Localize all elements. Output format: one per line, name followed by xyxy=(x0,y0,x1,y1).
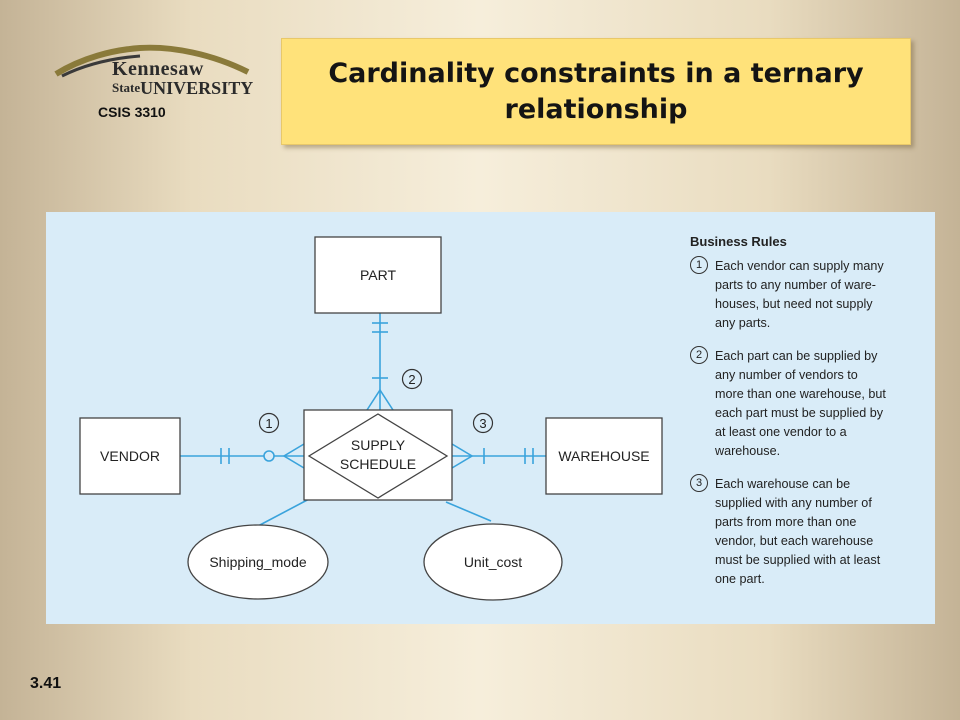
vendor-label: VENDOR xyxy=(100,448,160,464)
rule-line: parts to any number of ware- xyxy=(715,278,876,292)
rule-text: Each vendor can supply many parts to any… xyxy=(715,257,884,333)
logo-university: UNIVERSITY xyxy=(140,78,254,98)
rule-line: houses, but need not supply xyxy=(715,297,873,311)
unit-cost-attribute xyxy=(423,523,563,601)
rule-line: parts from more than one xyxy=(715,515,857,529)
vendor-entity xyxy=(79,417,181,495)
shipping-mode-label: Shipping_mode xyxy=(209,554,307,570)
warehouse-label: WAREHOUSE xyxy=(558,448,649,464)
supply-schedule-label-line1: SUPPLY xyxy=(351,437,406,453)
rule-line: vendor, but each warehouse xyxy=(715,534,874,548)
rule-line: any number of vendors to xyxy=(715,368,858,382)
vendor-crowsfoot xyxy=(282,443,305,469)
part-entity xyxy=(314,236,442,314)
warehouse-entity xyxy=(545,417,663,495)
rule-text: Each part can be supplied by any number … xyxy=(715,347,886,461)
er-diagram: PART VENDOR WAREHOUSE SUPPLY SCHEDULE Sh… xyxy=(79,236,663,601)
business-rules-title: Business Rules xyxy=(690,234,787,249)
title-box: Cardinality constraints in a ternary rel… xyxy=(281,38,911,145)
logo-subtitle: StateUNIVERSITY xyxy=(112,78,253,99)
rule-line: must be supplied with at least xyxy=(715,553,881,567)
kennesaw-logo: Kennesaw StateUNIVERSITY xyxy=(52,44,253,104)
rule-line: supplied with any number of xyxy=(715,496,872,510)
rule-number: 2 xyxy=(690,346,708,364)
mountain-logo-icon xyxy=(54,44,250,78)
unit-cost-connector xyxy=(445,501,492,522)
marker-2-circle xyxy=(401,368,423,390)
course-code: CSIS 3310 xyxy=(98,104,166,120)
part-crowsfoot xyxy=(366,388,394,411)
rule-number: 3 xyxy=(690,474,708,492)
marker-1: 1 xyxy=(265,416,272,431)
logo-name: Kennesaw xyxy=(112,58,204,80)
rule-number: 1 xyxy=(690,256,708,274)
supply-schedule-diamond xyxy=(307,413,449,499)
rule-line: warehouse. xyxy=(715,444,781,458)
shipping-mode-attribute xyxy=(187,524,329,600)
slide-title: Cardinality constraints in a ternary rel… xyxy=(328,58,864,125)
warehouse-crowsfoot xyxy=(451,443,474,469)
slide-number: 3.41 xyxy=(30,675,62,692)
rule-line: any parts. xyxy=(715,316,771,330)
business-rules: Business Rules 1 Each vendor can supply … xyxy=(690,234,930,603)
shipping-mode-connector xyxy=(257,497,312,527)
rule-item-1: 1 Each vendor can supply many parts to a… xyxy=(690,256,930,333)
rule-line: more than one warehouse, but xyxy=(715,387,886,401)
rule-text: Each warehouse can be supplied with any … xyxy=(715,475,880,589)
marker-1-circle xyxy=(258,412,280,434)
rule-line: at least one vendor to a xyxy=(715,425,847,439)
rule-line: Each warehouse can be xyxy=(715,477,851,491)
marker-3: 3 xyxy=(479,416,486,431)
rule-item-2: 2 Each part can be supplied by any numbe… xyxy=(690,346,930,461)
er-figure: PART VENDOR WAREHOUSE SUPPLY SCHEDULE Sh… xyxy=(46,212,935,624)
rule-item-3: 3 Each warehouse can be supplied with an… xyxy=(690,474,930,589)
logo-state: State xyxy=(112,80,141,95)
part-label: PART xyxy=(360,267,396,283)
rule-line: one part. xyxy=(715,572,765,586)
supply-schedule-label-line2: SCHEDULE xyxy=(340,456,416,472)
rule-line: each part must be supplied by xyxy=(715,406,884,420)
rule-line: Each vendor can supply many xyxy=(715,259,884,273)
marker-2: 2 xyxy=(408,372,415,387)
unit-cost-label: Unit_cost xyxy=(464,554,522,570)
rule-line: Each part can be supplied by xyxy=(715,349,878,363)
vendor-optional-circle xyxy=(263,450,275,462)
marker-3-circle xyxy=(472,412,494,434)
